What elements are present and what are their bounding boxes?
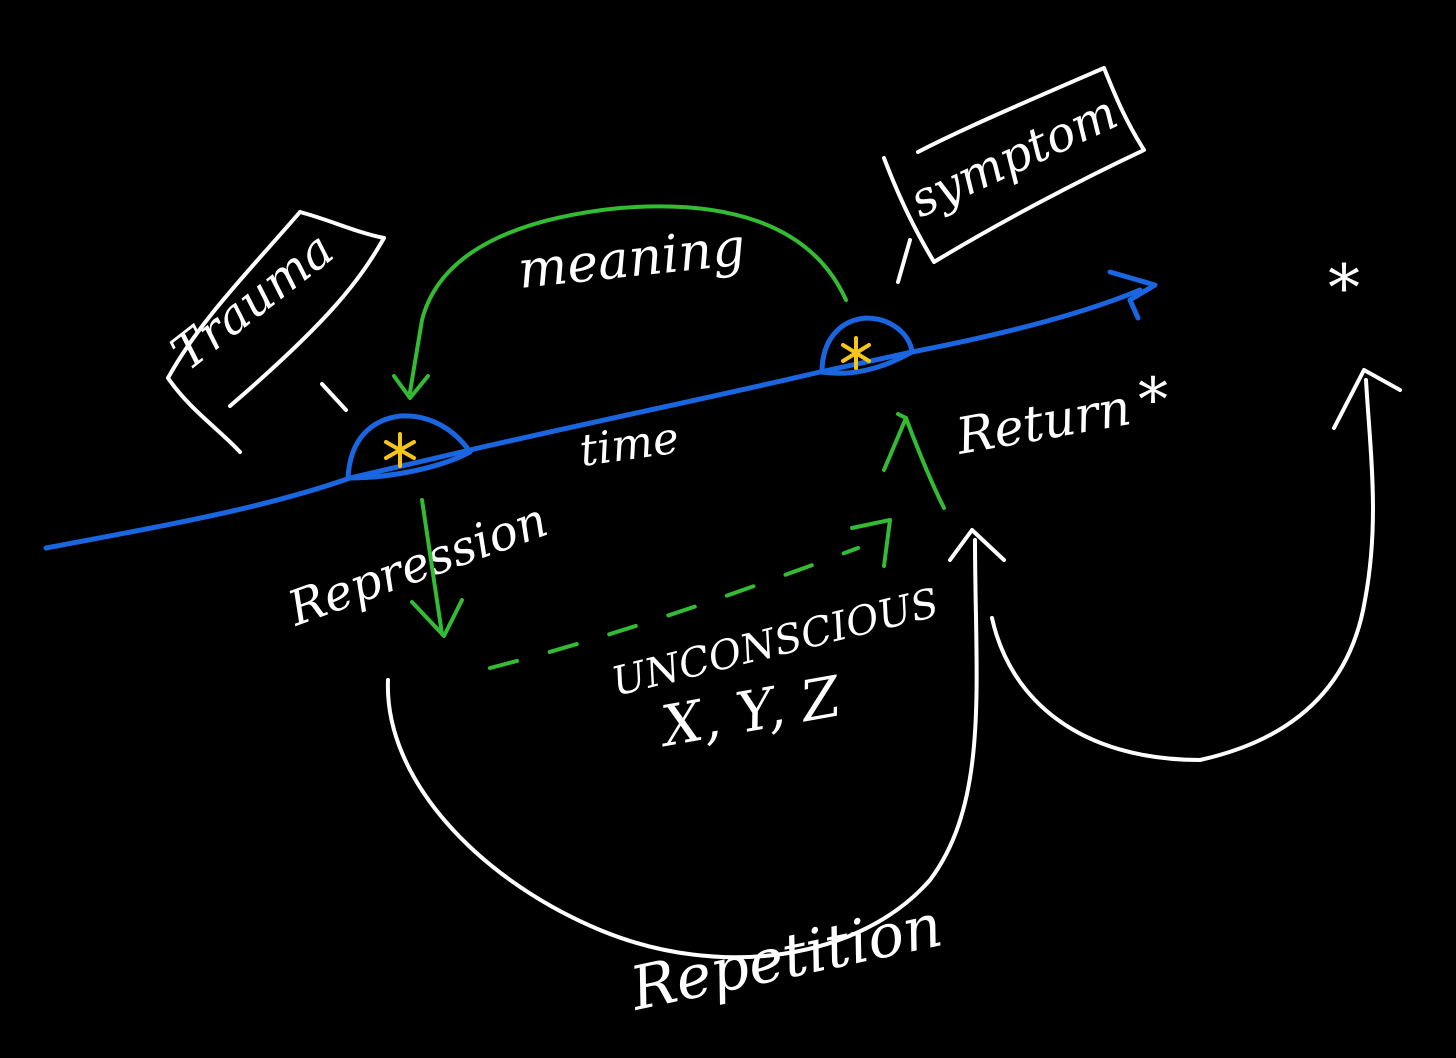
symptom-star-icon (841, 336, 871, 370)
return-arrow (882, 416, 946, 510)
unconscious-dashed-path (488, 546, 860, 670)
return-arrowhead (896, 412, 908, 420)
timeline-arrowhead (1107, 269, 1158, 321)
future-asterisk-icon: * (1328, 252, 1360, 326)
return-label: Return (951, 378, 1135, 466)
repetition-arrowhead (948, 528, 1006, 562)
repetition-loop (385, 538, 979, 960)
meaning-label: meaning (515, 217, 748, 301)
second-loop (990, 378, 1375, 762)
repression-arrow (420, 498, 444, 636)
trauma-pointer (320, 382, 348, 412)
repetition-label: Repetition (624, 891, 949, 1025)
symptom-box (882, 66, 1146, 264)
meaning-arrowhead (392, 374, 430, 400)
repression-arrowhead (410, 598, 464, 638)
meaning-arc (408, 204, 848, 394)
return-asterisk-icon: * (1138, 365, 1168, 435)
trauma-dome (345, 413, 473, 481)
second-loop-arrowhead (1332, 368, 1402, 430)
symptom-pointer (896, 238, 912, 284)
trauma-star-icon (384, 432, 416, 468)
unconscious-dashed-end (850, 518, 892, 568)
repression-label: Repression (280, 492, 555, 638)
symptom-dome (819, 315, 915, 376)
trauma-box (166, 210, 386, 454)
timeline-line (43, 287, 1143, 551)
trauma-label: Trauma (161, 221, 344, 381)
